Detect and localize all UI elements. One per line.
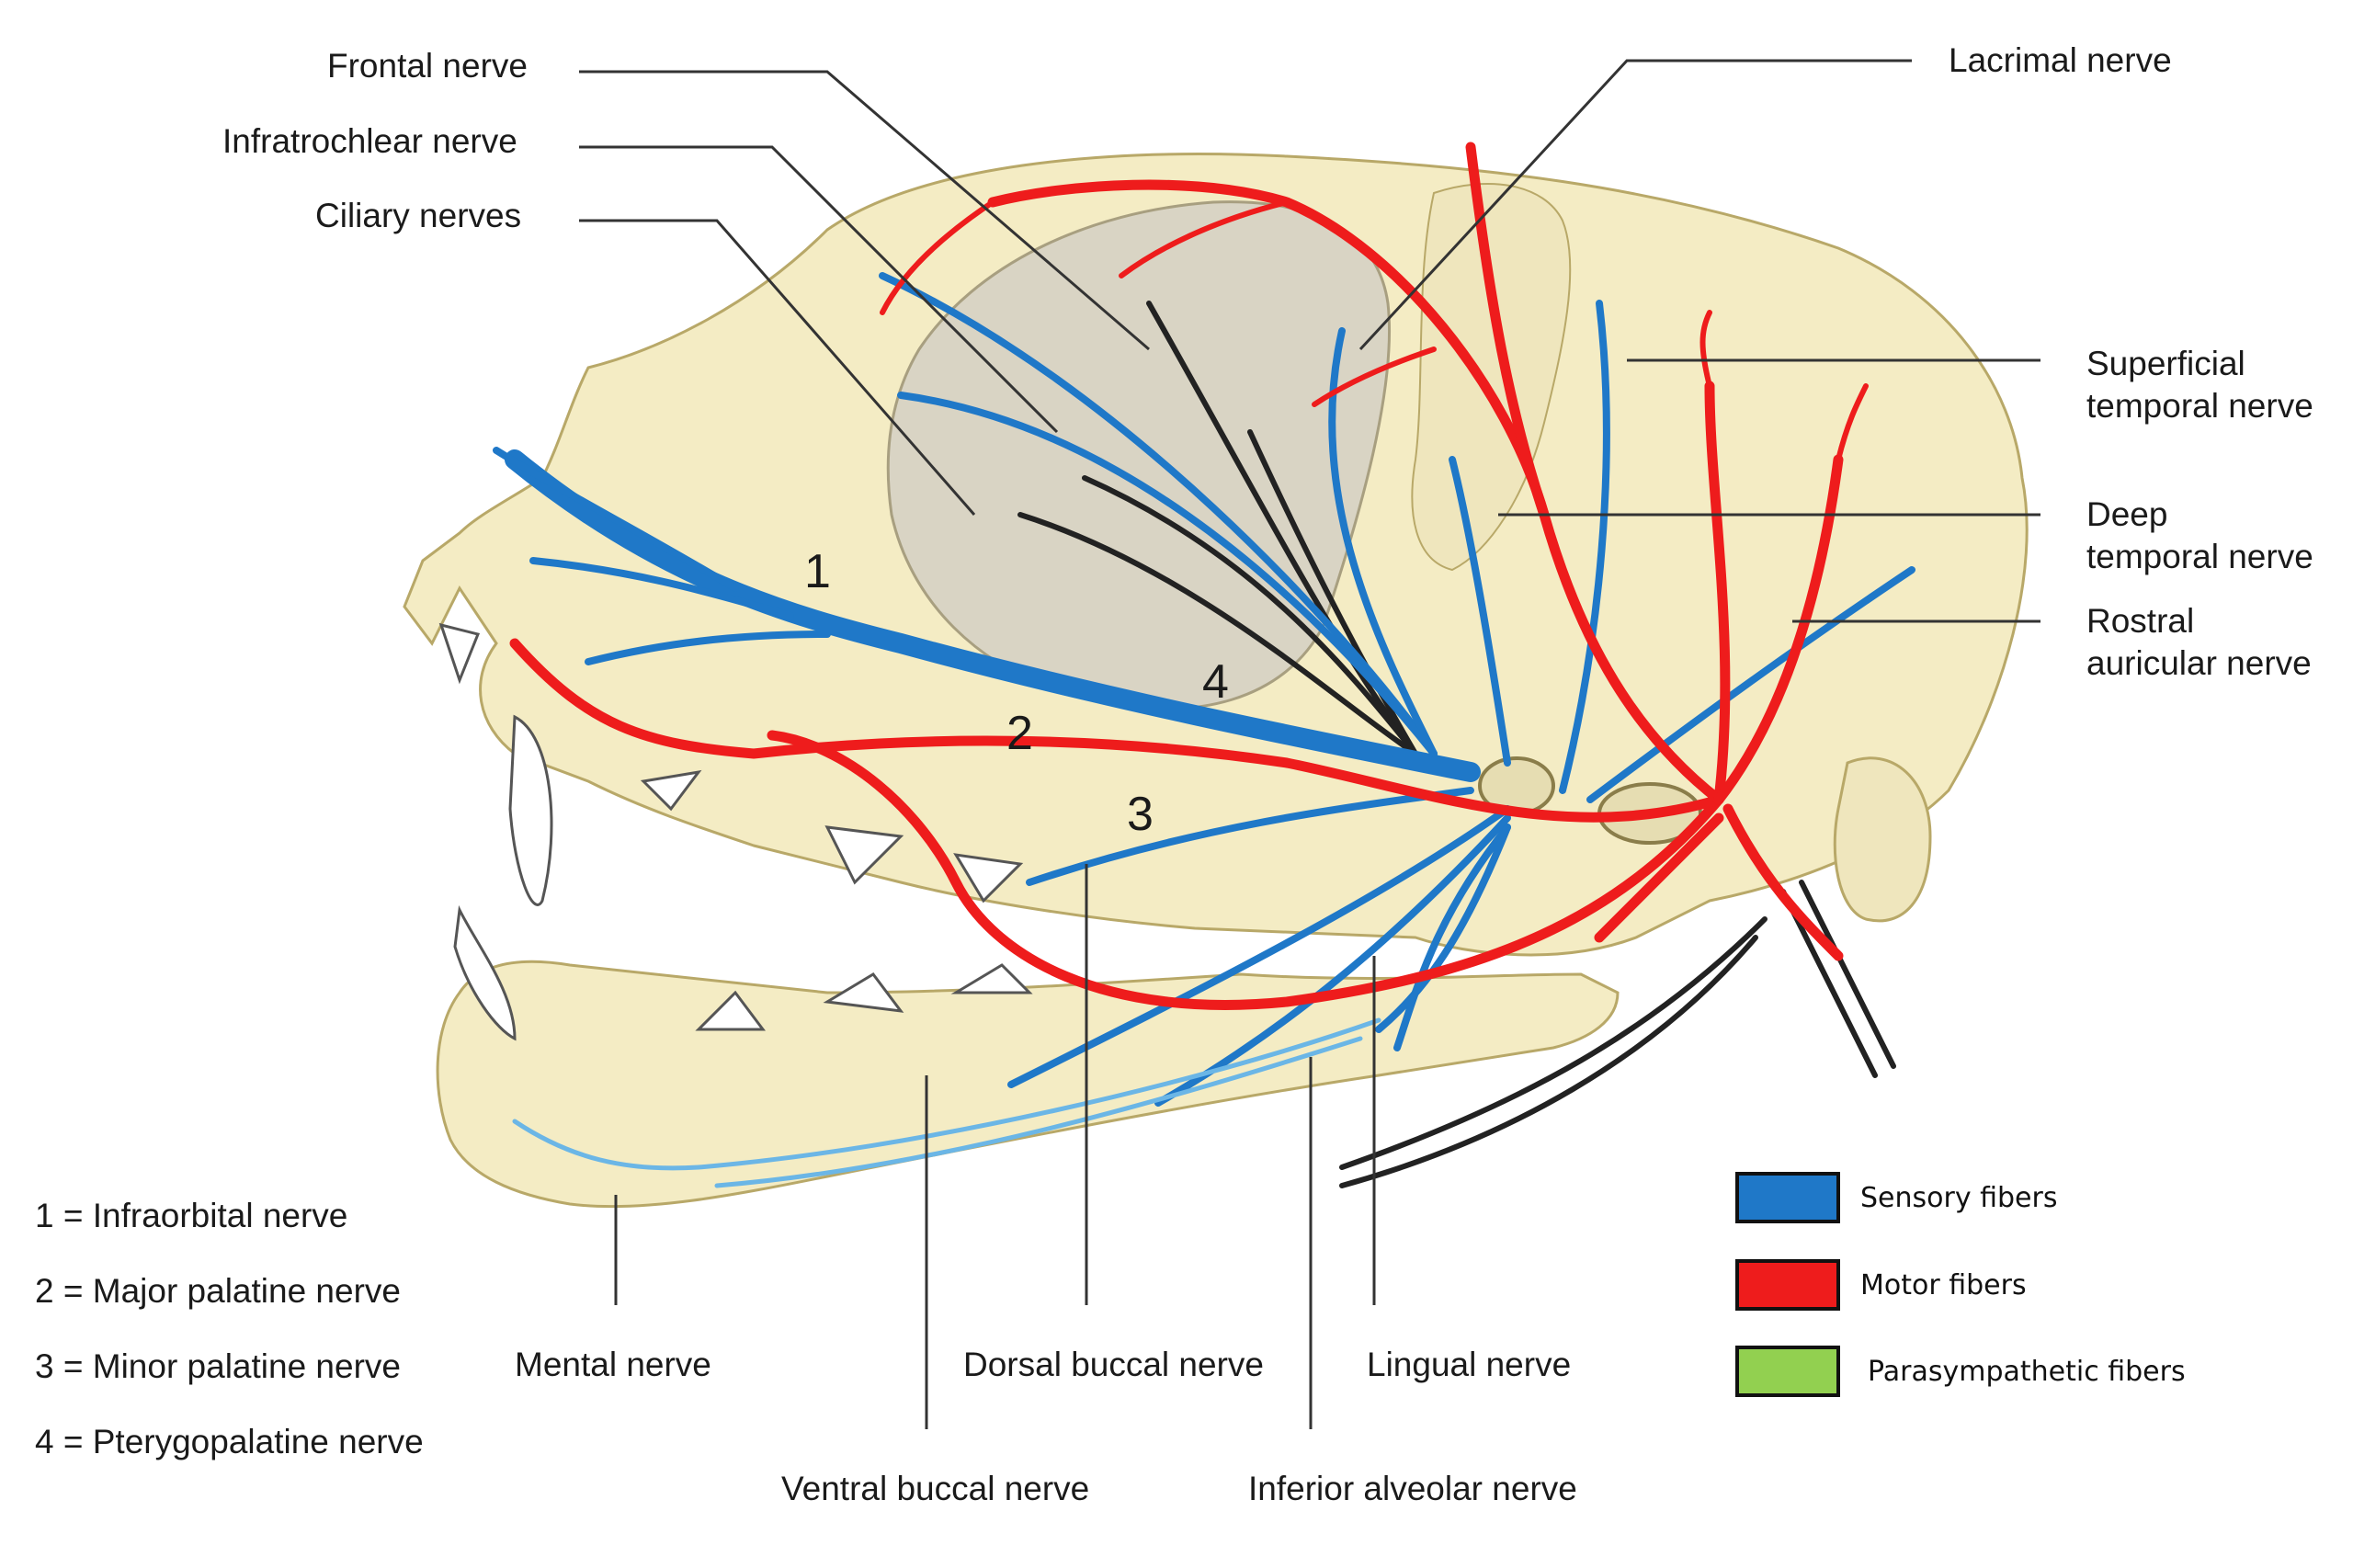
bulla-shape: [1833, 756, 1932, 923]
swatch-parasympathetic: [1735, 1346, 1840, 1397]
legend-label-motor: Motor fibers: [1860, 1269, 2027, 1301]
inferior-alveolar-light-2: [714, 1036, 1363, 1188]
label-rostral-auricular-2: auricular nerve: [2086, 644, 2312, 682]
key-item-1: 1 = Infraorbital nerve: [35, 1197, 348, 1234]
dark-nerve-8: [1339, 935, 1758, 1188]
infraorbital-branch-3: [585, 631, 831, 665]
leader-line-group: [579, 59, 2040, 1429]
label-infratrochlear-nerve: Infratrochlear nerve: [222, 122, 517, 160]
buccal-blue: [1026, 787, 1474, 886]
rostral-auricular-blue: [1586, 566, 1915, 803]
marker-4: 4: [1202, 655, 1229, 709]
swatch-motor: [1735, 1259, 1840, 1311]
key-item-3: 3 = Minor palatine nerve: [35, 1347, 401, 1385]
facial-temporal-red: [1465, 142, 1550, 520]
dark-nerve-6: [1780, 889, 1878, 1078]
motor-twig-4: [1699, 310, 1712, 389]
leader-infratrochlear: [579, 145, 1059, 434]
inferior-alveolar-light-1: [512, 1017, 1381, 1171]
upper-premolar-3: [953, 853, 1024, 903]
dark-nerve-1: [1146, 301, 1418, 756]
facial-caudal-1: [1722, 803, 1844, 961]
sensory-light-group: [512, 1017, 1381, 1188]
motor-twig-5: [1836, 383, 1869, 462]
mandible-shape: [436, 960, 1620, 1209]
lower-canine-shape: [453, 904, 517, 1041]
upper-premolar-2: [824, 825, 904, 885]
motor-twig-3: [880, 199, 995, 315]
facial-ventral-branch: [1594, 812, 1724, 943]
lower-premolar-1: [695, 990, 766, 1031]
leader-lacrimal: [1358, 59, 1912, 351]
deep-temporal-blue: [1449, 456, 1511, 767]
dark-nerve-3: [1017, 512, 1418, 756]
motor-nerve-group: [509, 142, 1844, 1010]
facial-auricular-1: [1704, 381, 1731, 805]
facial-nerve-main: [767, 730, 1724, 1010]
dark-nerve-4: [1247, 429, 1418, 756]
label-superficial-temporal-1: Superficial: [2086, 345, 2245, 382]
orbit-shape: [886, 200, 1392, 710]
motor-twig-2: [1312, 347, 1437, 407]
label-lacrimal-nerve: Lacrimal nerve: [1949, 41, 2172, 79]
upper-canine-shape: [508, 714, 553, 906]
lingual-blue: [1375, 824, 1511, 1033]
label-lingual-nerve: Lingual nerve: [1367, 1346, 1572, 1383]
superficial-temporal-blue: [1559, 300, 1610, 794]
upper-premolar-1: [640, 769, 702, 812]
upper-incisor-shape: [438, 622, 481, 685]
motor-twig-1: [1119, 199, 1290, 278]
label-mental-nerve: Mental nerve: [515, 1346, 711, 1383]
sensory-nerve-group: [493, 272, 1915, 1107]
label-inferior-alveolar-nerve: Inferior alveolar nerve: [1248, 1470, 1577, 1507]
facial-dorsal-arc: [987, 179, 1724, 805]
key-item-2: 2 = Major palatine nerve: [35, 1272, 401, 1310]
mandibular-blue-3: [1393, 824, 1511, 1051]
key-item-4: 4 = Pterygopalatine nerve: [35, 1423, 424, 1460]
dark-nerve-7: [1339, 916, 1768, 1170]
dark-nerve-5: [1799, 880, 1896, 1069]
zygomatic-shape: [1411, 183, 1572, 572]
lower-premolar-2: [823, 972, 904, 1013]
lacrimal-blue-branch: [1328, 327, 1438, 757]
mandibular-blue-1: [1007, 805, 1511, 1088]
motor-twig-group: [880, 199, 1869, 462]
marker-3: 3: [1127, 788, 1154, 841]
infraorbital-branch-2: [529, 557, 794, 619]
infraorbital-branch-1: [493, 447, 739, 592]
label-ventral-buccal-nerve: Ventral buccal nerve: [781, 1470, 1090, 1507]
label-frontal-nerve: Frontal nerve: [327, 47, 528, 85]
marker-2: 2: [1006, 707, 1033, 760]
lower-premolar-3: [950, 963, 1033, 994]
marker-1: 1: [804, 545, 831, 598]
swatch-sensory: [1735, 1172, 1840, 1223]
leader-ciliary: [579, 219, 976, 516]
facial-rostral-branch: [509, 638, 1724, 823]
infraorbital-nerve-trunk: [505, 449, 1481, 782]
label-deep-temporal-1: Deep: [2086, 495, 2168, 533]
leader-frontal: [579, 70, 1150, 351]
label-deep-temporal-2: temporal nerve: [2086, 538, 2313, 575]
label-superficial-temporal-2: temporal nerve: [2086, 387, 2313, 425]
label-ciliary-nerves: Ciliary nerves: [315, 197, 522, 234]
legend-label-parasympathetic: Parasympathetic fibers: [1868, 1356, 2186, 1388]
label-dorsal-buccal-nerve: Dorsal buccal nerve: [963, 1346, 1264, 1383]
dark-nerve-group: [1017, 301, 1896, 1188]
legend-label-sensory: Sensory fibers: [1860, 1182, 2058, 1214]
label-rostral-auricular-1: Rostral: [2086, 602, 2195, 640]
ciliary-blue-branch: [897, 392, 1438, 757]
dark-nerve-2: [1082, 475, 1418, 756]
